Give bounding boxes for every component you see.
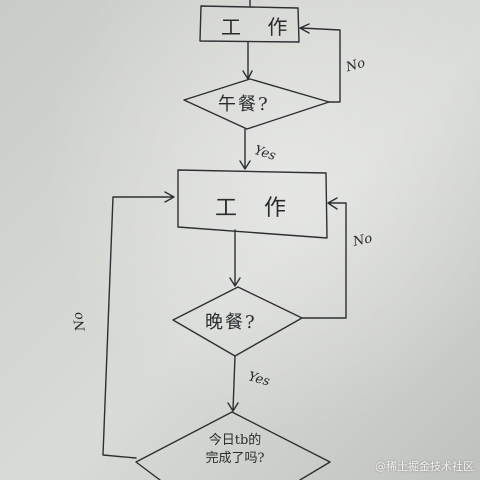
lunch-question: 午餐?: [218, 94, 270, 115]
dinner-question: 晚餐?: [205, 312, 257, 333]
today-question: 今日tb的 完成了吗?: [190, 432, 280, 468]
loop-no-label: No: [70, 310, 89, 333]
work2-box: [177, 169, 328, 239]
work1-label: 工 作: [221, 15, 298, 39]
watermark: @稀土掘金技术社区: [375, 460, 474, 473]
arrow-dinner-to-today: [227, 355, 239, 412]
today-line-1: 今日tb的: [208, 433, 262, 448]
arrow-work1-to-lunch: [242, 41, 253, 80]
arrow-work2-to-dinner: [229, 229, 241, 287]
lunch-no-loop: [299, 23, 341, 103]
work2-label: 工 作: [215, 196, 296, 221]
today-line-2: 完成了吗?: [205, 451, 265, 466]
today-no-loop: [102, 191, 175, 459]
arrow-lunch-to-work2: [239, 128, 251, 170]
work1-box: [199, 5, 300, 43]
dinner-no-loop: [301, 197, 347, 319]
today-diamond: [135, 411, 331, 480]
